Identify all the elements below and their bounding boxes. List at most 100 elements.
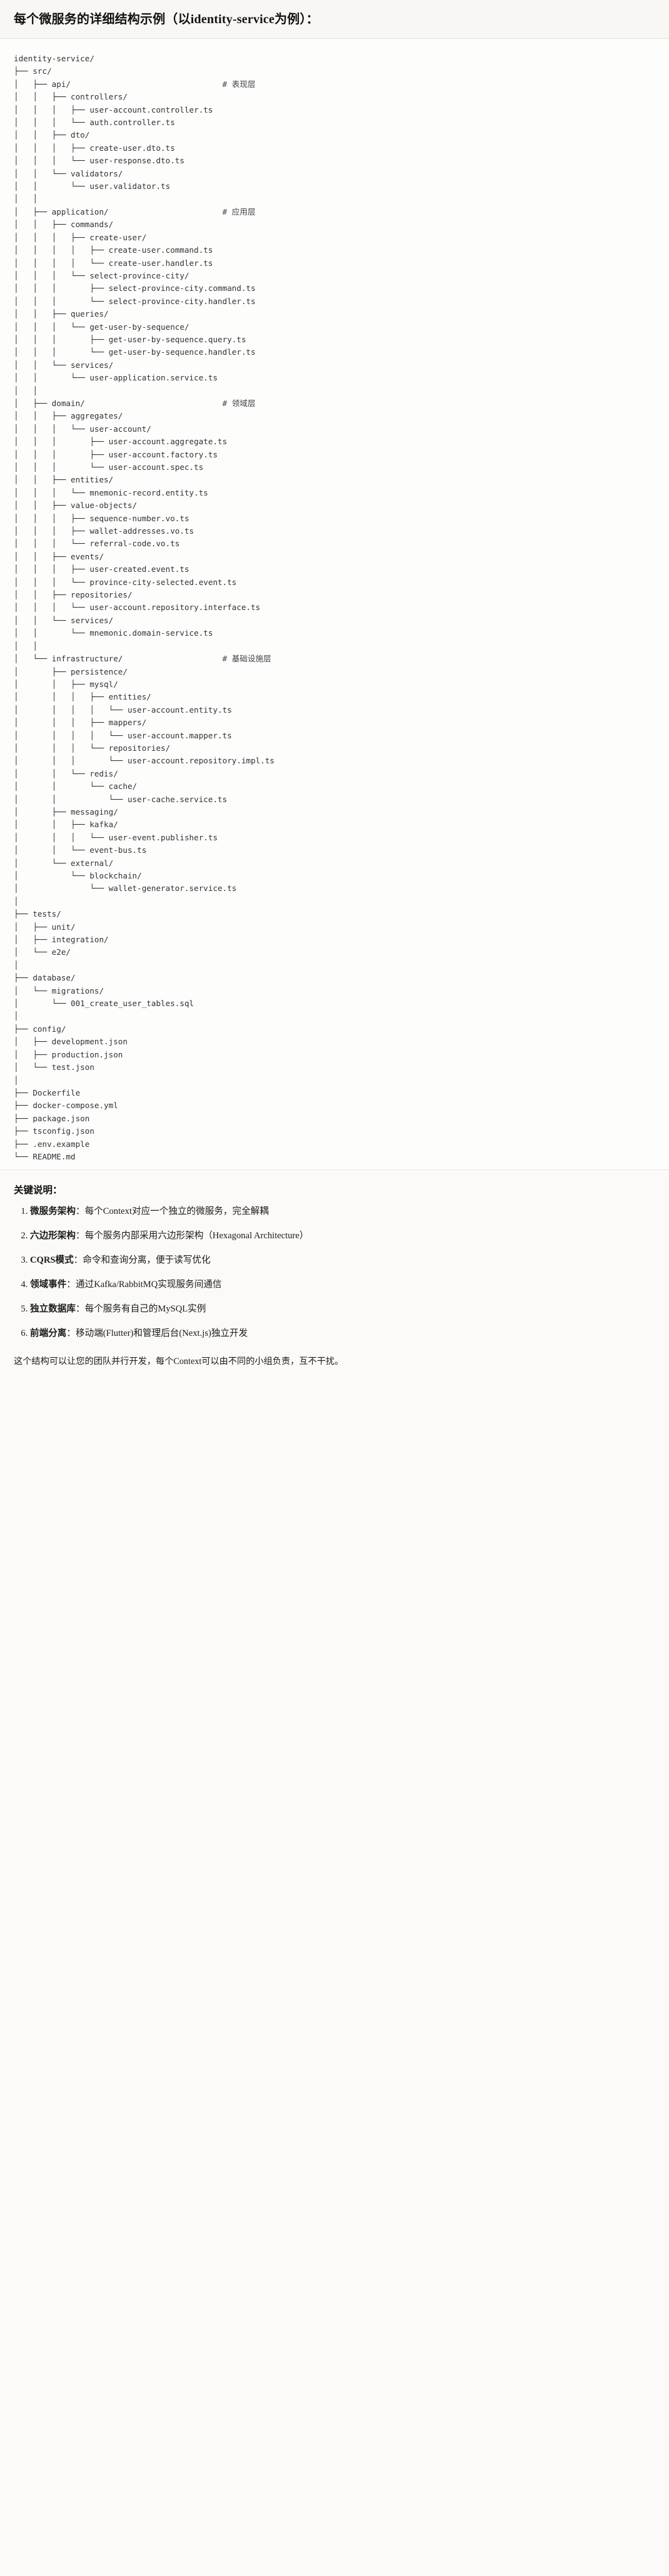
tree-line: │ ├── unit/ — [14, 922, 76, 932]
tree-line: │ │ — [14, 385, 38, 395]
tree-line: │ │ │ │ └── user-account.mapper.ts — [14, 730, 232, 740]
note-term: 前端分离 — [30, 1328, 67, 1338]
tree-line: │ │ │ ├── create-user.dto.ts — [14, 143, 175, 153]
tree-line: │ │ │ └── referral-code.vo.ts — [14, 539, 180, 549]
note-description: 移动端(Flutter)和管理后台(Next.js)独立开发 — [76, 1328, 248, 1338]
note-separator: ： — [75, 1206, 85, 1217]
tree-line: ├── src/ — [14, 66, 52, 76]
tree-line: │ │ │ ├── user-account.controller.ts — [14, 104, 213, 115]
note-item: 领域事件：通过Kafka/RabbitMQ实现服务间通信 — [30, 1278, 655, 1292]
tree-line: identity-service/ — [14, 54, 94, 63]
tree-line: │ │ └── user.validator.ts — [14, 181, 171, 191]
tree-line: │ │ — [14, 641, 38, 651]
tree-line: │ │ │ ├── user-account.factory.ts — [14, 449, 218, 459]
note-separator: ： — [73, 1255, 83, 1266]
tree-line: │ ├── application/ — [14, 206, 109, 216]
tree-line: │ │ ├── entities/ — [14, 475, 114, 485]
tree-line: │ │ │ └── user-response.dto.ts — [14, 156, 184, 166]
key-notes-section: 关键说明： 微服务架构：每个Context对应一个独立的微服务，完全解耦六边形架… — [0, 1169, 669, 1385]
tree-line: │ │ │ ├── entities/ — [14, 692, 151, 702]
tree-line-comment: # 表现层 — [222, 79, 256, 89]
tree-line: │ │ └── validators/ — [14, 168, 123, 178]
tree-line: │ ├── production.json — [14, 1049, 123, 1059]
tree-line: │ │ │ └── province-city-selected.event.t… — [14, 577, 237, 587]
tree-line: │ — [14, 1075, 19, 1085]
tree-line: │ │ │ │ └── create-user.handler.ts — [14, 258, 213, 268]
note-description: 通过Kafka/RabbitMQ实现服务间通信 — [76, 1280, 222, 1290]
note-term: 领域事件 — [30, 1280, 67, 1290]
note-term: 独立数据库 — [30, 1303, 76, 1314]
closing-paragraph: 这个结构可以让您的团队并行开发，每个Context可以由不同的小组负责，互不干扰… — [14, 1356, 344, 1367]
tree-line: │ — [14, 1011, 19, 1021]
tree-line-comment: # 基础设施层 — [222, 654, 271, 664]
tree-line: │ │ │ ├── create-user/ — [14, 232, 147, 242]
tree-line: │ ├── persistence/ — [14, 666, 128, 676]
tree-line: │ │ ├── kafka/ — [14, 820, 118, 830]
tree-line: │ │ └── user-application.service.ts — [14, 373, 218, 383]
tree-line: │ │ │ └── select-province-city/ — [14, 270, 189, 280]
tree-line: │ │ │ └── get-user-by-sequence/ — [14, 322, 189, 332]
tree-line: ├── .env.example — [14, 1139, 90, 1149]
note-term: CQRS模式 — [30, 1255, 74, 1266]
tree-line: │ └── blockchain/ — [14, 871, 142, 880]
note-item: 微服务架构：每个Context对应一个独立的微服务，完全解耦 — [30, 1205, 655, 1219]
tree-line: │ │ │ └── user-account.spec.ts — [14, 462, 204, 472]
tree-line: ├── config/ — [14, 1024, 66, 1034]
tree-line: │ │ ├── queries/ — [14, 309, 109, 319]
tree-line: │ └── 001_create_user_tables.sql — [14, 999, 194, 1009]
notes-list: 微服务架构：每个Context对应一个独立的微服务，完全解耦六边形架构：每个服务… — [14, 1205, 655, 1340]
tree-line: │ │ ├── commands/ — [14, 220, 114, 230]
note-item: 前端分离：移动端(Flutter)和管理后台(Next.js)独立开发 — [30, 1327, 655, 1341]
tree-line: │ │ ├── events/ — [14, 551, 104, 561]
notes-heading: 关键说明： — [14, 1185, 63, 1196]
note-separator: ： — [75, 1231, 85, 1241]
tree-line: │ │ │ └── user-event.publisher.ts — [14, 832, 218, 842]
tree-line: │ └── infrastructure/ — [14, 654, 123, 664]
tree-line: │ │ │ ├── sequence-number.vo.ts — [14, 513, 189, 523]
document-page: 每个微服务的详细结构示例（以identity-service为例）： ident… — [0, 0, 669, 1385]
tree-line: │ │ └── user-cache.service.ts — [14, 794, 228, 804]
document-header: 每个微服务的详细结构示例（以identity-service为例）： — [0, 0, 669, 39]
tree-line: │ │ │ └── repositories/ — [14, 743, 171, 753]
tree-line: ├── package.json — [14, 1113, 90, 1123]
tree-line: │ │ ├── dto/ — [14, 130, 90, 140]
tree-line: │ │ │ │ └── user-account.entity.ts — [14, 705, 232, 715]
tree-line: └── README.md — [14, 1151, 76, 1161]
tree-line: │ │ └── services/ — [14, 615, 114, 625]
tree-line: │ ├── development.json — [14, 1037, 128, 1047]
note-description: 每个服务内部采用六边形架构（Hexagonal Architecture） — [84, 1231, 309, 1241]
tree-line-comment: # 领域层 — [222, 398, 256, 408]
tree-line: │ │ │ └── select-province-city.handler.t… — [14, 296, 256, 306]
tree-line: │ │ │ │ ├── create-user.command.ts — [14, 245, 213, 255]
tree-line: │ │ ├── mysql/ — [14, 679, 118, 689]
tree-line: │ │ ├── repositories/ — [14, 590, 133, 600]
tree-line: │ │ │ └── user-account/ — [14, 424, 151, 434]
note-separator: ： — [66, 1328, 76, 1338]
tree-line: ├── tests/ — [14, 909, 61, 919]
tree-line: │ │ │ ├── select-province-city.command.t… — [14, 283, 256, 293]
tree-line: │ │ │ ├── user-created.event.ts — [14, 564, 189, 574]
note-description: 命令和查询分离，便于读写优化 — [83, 1255, 211, 1266]
tree-line: │ ├── integration/ — [14, 935, 109, 945]
note-item: 独立数据库：每个服务有自己的MySQL实例 — [30, 1303, 655, 1316]
directory-tree-block: identity-service/ ├── src/ │ ├── api/ # … — [0, 39, 669, 1170]
directory-tree: identity-service/ ├── src/ │ ├── api/ # … — [14, 53, 655, 1163]
tree-line: │ │ │ ├── get-user-by-sequence.query.ts — [14, 334, 246, 344]
tree-line: │ │ │ └── get-user-by-sequence.handler.t… — [14, 347, 256, 357]
tree-line: │ │ └── services/ — [14, 360, 114, 370]
note-term: 微服务架构 — [30, 1206, 76, 1217]
tree-line: │ │ │ └── user-account.repository.impl.t… — [14, 756, 275, 766]
tree-line: │ │ │ ├── user-account.aggregate.ts — [14, 437, 228, 447]
tree-line: │ — [14, 960, 19, 970]
note-item: 六边形架构：每个服务内部采用六边形架构（Hexagonal Architectu… — [30, 1229, 655, 1243]
tree-line: │ │ │ ├── wallet-addresses.vo.ts — [14, 526, 194, 536]
tree-line: ├── Dockerfile — [14, 1087, 81, 1097]
tree-line: │ └── migrations/ — [14, 985, 104, 995]
tree-line-comment: # 应用层 — [222, 206, 256, 216]
tree-line: │ │ ├── value-objects/ — [14, 501, 138, 511]
note-term: 六边形架构 — [30, 1231, 76, 1241]
note-separator: ： — [75, 1303, 85, 1314]
tree-line: ├── tsconfig.json — [14, 1126, 94, 1136]
tree-line: │ │ └── event-bus.ts — [14, 845, 147, 855]
tree-line: │ │ └── redis/ — [14, 768, 118, 778]
